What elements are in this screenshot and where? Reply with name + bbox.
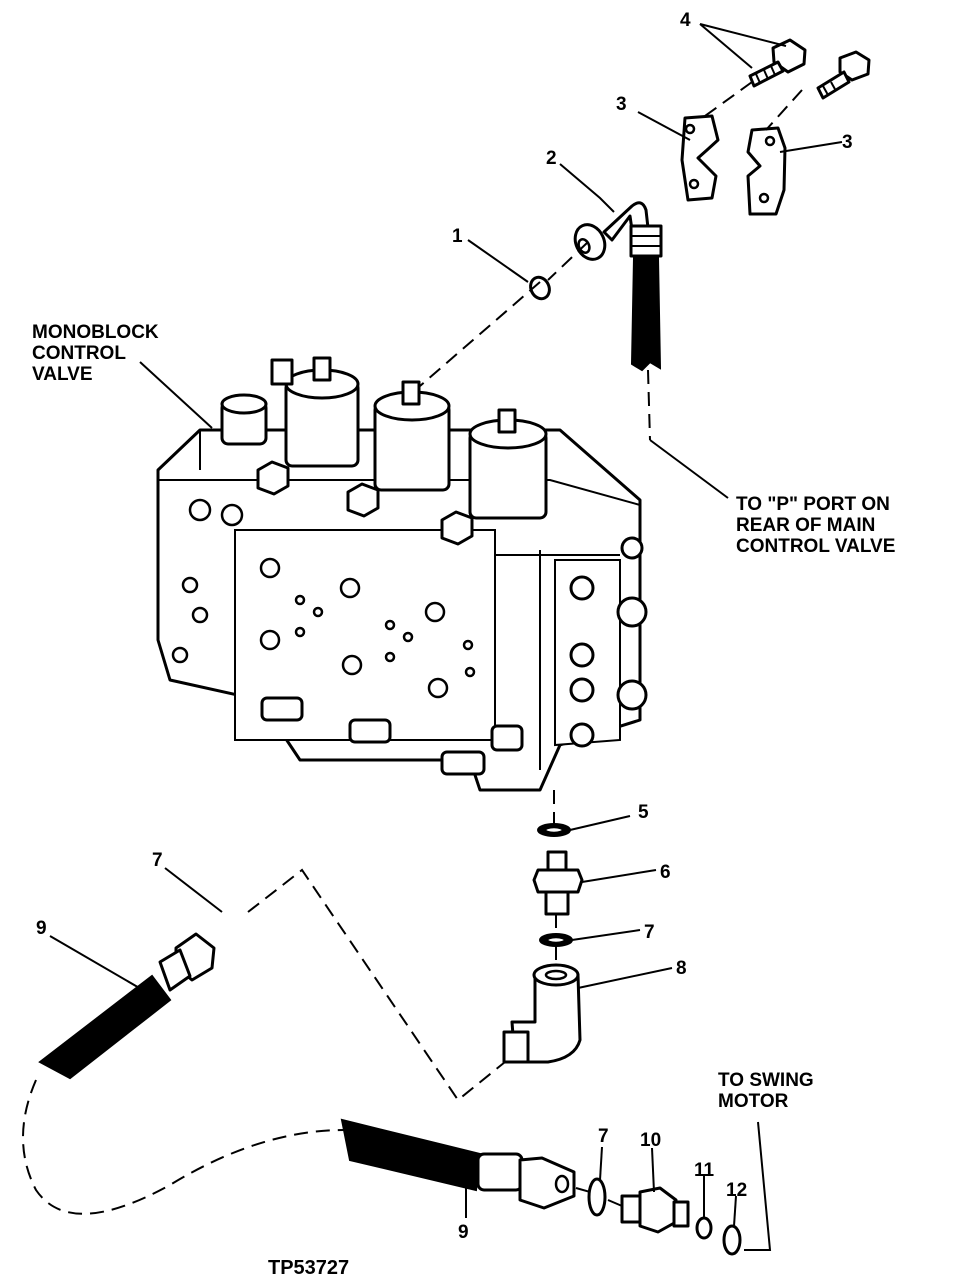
solenoid-left <box>270 356 360 468</box>
callout-8: 8 <box>676 958 687 979</box>
callout-5: 5 <box>638 802 649 823</box>
callout-7-bottom: 7 <box>598 1126 609 1147</box>
callout-1: 1 <box>452 226 463 247</box>
callout-9-lower: 9 <box>458 1222 469 1243</box>
monoblock-control-valve <box>156 356 648 792</box>
note-monoblock-line-3: VALVE <box>32 364 93 385</box>
pressure-hose-2 <box>573 201 663 372</box>
note-swing-line-2: MOTOR <box>718 1091 789 1112</box>
figure-id: TP53727 <box>268 1257 349 1279</box>
note-p-port-line-2: REAR OF MAIN <box>736 515 875 536</box>
hose-9-upper-segment <box>38 974 172 1080</box>
o-ring-7-bottom <box>587 1177 607 1217</box>
callout-12: 12 <box>726 1180 747 1201</box>
valve-cap-plug <box>220 393 268 446</box>
note-monoblock-line-1: MONOBLOCK <box>32 322 159 343</box>
callout-3-right: 3 <box>842 132 853 153</box>
note-monoblock-line-2: CONTROL <box>32 343 126 364</box>
hose-9-lower-segment <box>340 1118 482 1192</box>
callout-10: 10 <box>640 1130 661 1151</box>
callout-2: 2 <box>546 148 557 169</box>
cap-screw-4-right <box>816 50 871 100</box>
elbow-fitting-8 <box>502 963 582 1064</box>
callout-3-left: 3 <box>616 94 627 115</box>
adapter-fitting-10 <box>620 1186 690 1234</box>
note-p-port-line-3: CONTROL VALVE <box>736 536 895 557</box>
note-swing-line-1: TO SWING <box>718 1070 814 1091</box>
callout-9-upper: 9 <box>36 918 47 939</box>
callout-11: 11 <box>694 1160 715 1181</box>
washer-11 <box>695 1216 713 1240</box>
note-p-port-line-1: TO "P" PORT ON <box>736 494 890 515</box>
callout-7-upper-left: 7 <box>152 850 163 871</box>
callout-4: 4 <box>680 10 691 31</box>
o-ring-1 <box>529 275 551 301</box>
o-ring-12 <box>722 1224 742 1256</box>
clamp-half-3-right <box>746 126 787 216</box>
callout-7-middle: 7 <box>644 922 655 943</box>
solenoid-right <box>468 408 548 520</box>
cap-screw-4-left <box>748 38 807 88</box>
adapter-fitting-6 <box>532 850 584 916</box>
hose-9-fitting-left <box>158 932 216 992</box>
callout-6: 6 <box>660 862 671 883</box>
hose-9-fitting-right <box>476 1152 576 1210</box>
solenoid-middle <box>373 380 451 492</box>
clamp-half-3-left <box>680 114 720 202</box>
